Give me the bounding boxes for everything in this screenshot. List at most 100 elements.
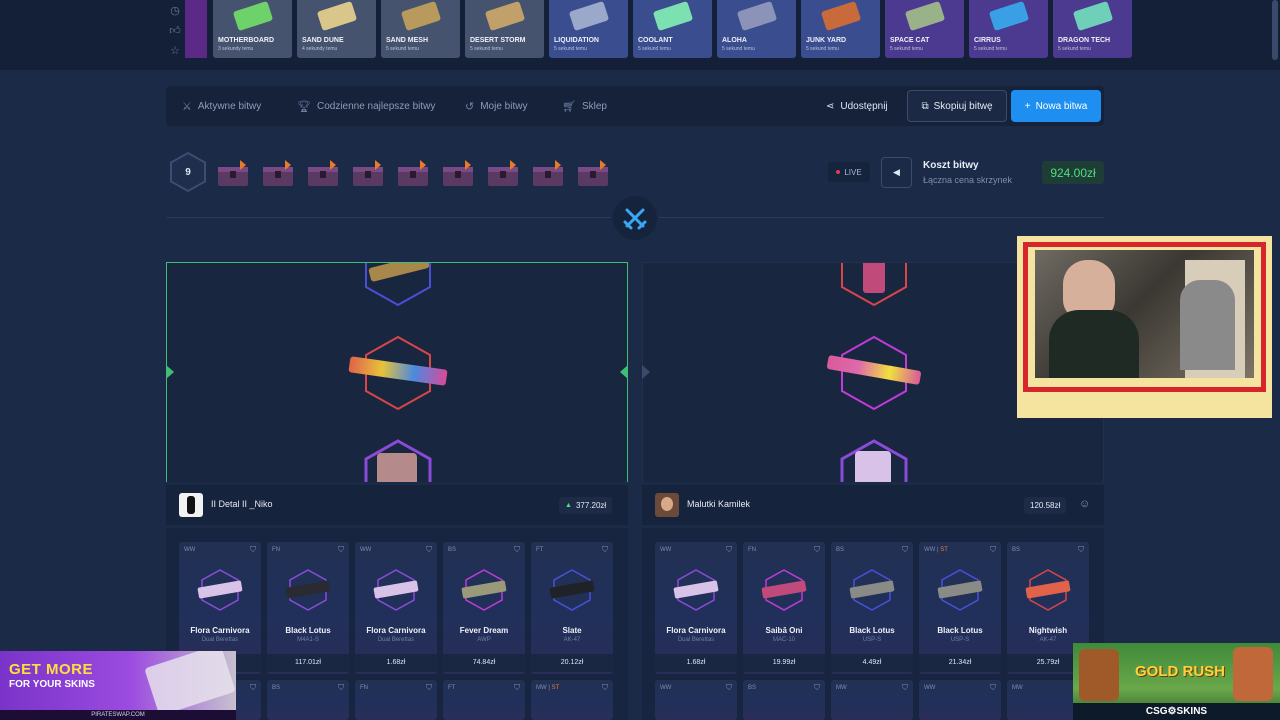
pirateswap-ad-banner[interactable]: GET MORE FOR YOUR SKINS PIRATESWAP.COM (0, 651, 236, 720)
nav-my-battles[interactable]: ↺ Moje bitwy (465, 86, 527, 126)
item-condition: BS (836, 547, 845, 553)
avatar[interactable] (179, 493, 203, 517)
shield-icon: ⛉ (602, 683, 608, 692)
item-card[interactable]: WW⛉ (919, 680, 1001, 720)
item-condition: MW (1012, 685, 1023, 691)
round-number: 9 (185, 166, 191, 178)
copy-battle-button[interactable]: ⧉ Skopiuj bitwę (907, 90, 1007, 122)
new-battle-label: Nowa bitwa (1035, 100, 1088, 112)
share-button[interactable]: ⋖ Udostępnij (826, 86, 888, 126)
nav-daily-best[interactable]: 🏆︎ Codzienne najlepsze bitwy (297, 86, 435, 126)
shield-icon: ⛉ (814, 683, 820, 692)
nav-active-battles[interactable]: ⚔ Aktywne bitwy (182, 86, 261, 126)
item-card[interactable]: BS⛉ (743, 680, 825, 720)
drop-time: 5 sekund temu (638, 46, 671, 52)
basket-icon: 🛒︎ (562, 100, 576, 113)
item-type: Dual Berettas (677, 637, 715, 643)
drop-skin-name: DESERT STORM (470, 37, 526, 44)
sound-toggle-button[interactable]: ◀ (881, 157, 912, 188)
drop-weapon-image (484, 0, 526, 32)
new-battle-button[interactable]: + Nowa bitwa (1011, 90, 1101, 122)
drop-time: 5 sekund temu (806, 46, 839, 52)
reel-weapon-image (863, 263, 885, 293)
drop-weapon-image (400, 0, 442, 32)
nav-shop[interactable]: 🛒︎ Sklep (562, 86, 607, 126)
avatar[interactable] (655, 493, 679, 517)
item-card[interactable]: MW⛉ (831, 680, 913, 720)
item-condition: BS (272, 685, 281, 691)
ad-subheadline: FOR YOUR SKINS (9, 679, 95, 690)
player2-header: Malutki Kamilek 120.58zł ☺ (642, 485, 1104, 525)
item-card[interactable]: FT⛉ (443, 680, 525, 720)
drop-time: 5 sekund temu (890, 46, 923, 52)
item-image (278, 560, 338, 620)
csgoskins-ad-banner[interactable]: GOLD RUSH CSG⚙SKINS (1073, 643, 1280, 720)
case-icon (261, 158, 297, 188)
nav-shop-label: Sklep (581, 100, 607, 112)
reel-slot-center (826, 335, 922, 411)
emoji-icon[interactable]: ☺ (1079, 498, 1091, 510)
player-name[interactable]: Malutki Kamilek (687, 499, 751, 509)
case-icon (441, 158, 477, 188)
drop-weapon-image (568, 0, 610, 32)
case-icon (351, 158, 387, 188)
webcam-overlay (1017, 236, 1272, 418)
player-total-value: ▲ 377.20zł (559, 497, 613, 514)
item-price: 25.79zł (1007, 654, 1089, 672)
item-card[interactable]: MW | ST⛉ (531, 680, 613, 720)
drop-time: 5 sekund temu (554, 46, 587, 52)
webcam-video (1035, 250, 1254, 378)
shield-icon: ⛉ (726, 545, 732, 554)
item-type: AWP (477, 637, 491, 643)
plus-icon: + (1024, 100, 1031, 112)
item-condition: WW (660, 547, 672, 553)
player-name[interactable]: II Detal II _Niko (211, 499, 273, 509)
star-icon[interactable]: ☆ (170, 44, 180, 57)
reel-slot (839, 263, 909, 307)
battle-cost-subtitle: Łączna cena skrzynek (923, 175, 1013, 185)
thumbs-up-icon[interactable]: 👍︎ (169, 24, 181, 37)
reel-slot (839, 439, 909, 482)
clock-icon[interactable]: ◷ (170, 4, 180, 17)
page-scrollbar[interactable] (1272, 0, 1278, 60)
item-name: Flora Carnivora (190, 626, 250, 635)
item-name: Slate (562, 626, 582, 635)
drop-weapon-image (904, 0, 946, 32)
copy-battle-label: Skopiuj bitwę (933, 100, 993, 112)
shield-icon: ⛉ (902, 683, 908, 692)
trophy-icon: 🏆︎ (297, 100, 311, 113)
drop-filter-icons: ◷ 👍︎ ☆ (165, 0, 185, 60)
item-name: Flora Carnivora (366, 626, 426, 635)
item-name: Black Lotus (285, 626, 331, 635)
item-card[interactable]: WW⛉ (655, 680, 737, 720)
round-hexagon (170, 152, 206, 192)
drop-weapon-image (820, 0, 862, 32)
item-type: AK-47 (1039, 637, 1057, 643)
shield-icon: ⛉ (990, 683, 996, 692)
item-card[interactable]: FN⛉ (355, 680, 437, 720)
item-card[interactable]: BS⛉ (267, 680, 349, 720)
drop-weapon-image (736, 0, 778, 32)
